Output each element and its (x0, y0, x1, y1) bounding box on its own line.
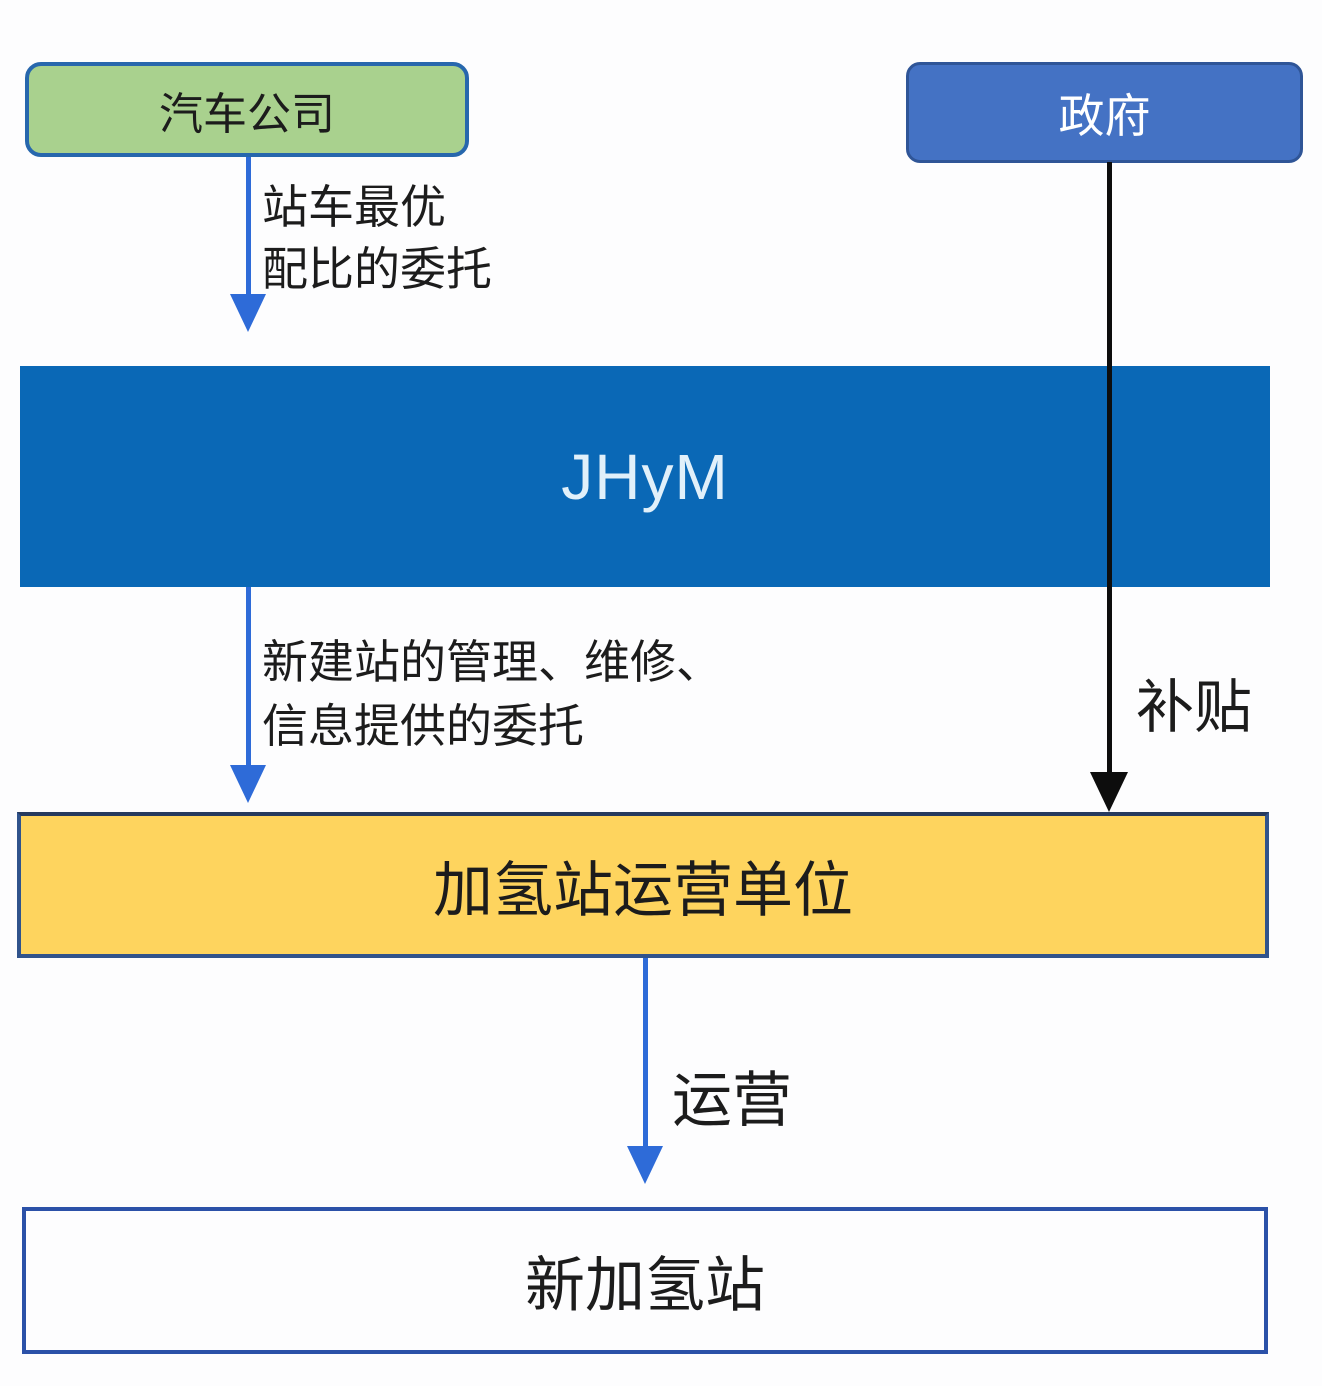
arrow-operator-to-newstation-line (643, 958, 648, 1148)
edge-label-new-station-mgmt: 新建站的管理、维修、 信息提供的委托 (262, 636, 722, 752)
node-government: 政府 (906, 62, 1303, 163)
node-new-station: 新加氢站 (22, 1207, 1268, 1354)
node-car-company: 汽车公司 (25, 62, 469, 157)
edge-label-station-vehicle-ratio: 站车最优 配比的委托 (262, 181, 492, 295)
edge-label-operation: 运营 (672, 1067, 792, 1134)
arrow-car-to-jhym-line (246, 157, 251, 297)
node-jhym-label: JHyM (561, 440, 729, 513)
edge-label-subsidy: 补贴 (1136, 675, 1253, 740)
arrow-car-to-jhym-head-icon (230, 294, 266, 332)
node-car-company-label: 汽车公司 (159, 89, 335, 139)
node-government-label: 政府 (1058, 89, 1151, 142)
arrow-jhym-to-operator-line (246, 587, 251, 765)
arrow-jhym-to-operator-head-icon (230, 765, 266, 803)
node-station-operator: 加氢站运营单位 (17, 812, 1269, 958)
arrow-operator-to-newstation-head-icon (627, 1146, 663, 1184)
node-station-operator-label: 加氢站运营单位 (433, 856, 853, 924)
arrow-gov-to-operator-line (1107, 162, 1112, 772)
node-new-station-label: 新加氢站 (525, 1252, 765, 1319)
node-jhym: JHyM (20, 366, 1270, 587)
arrow-gov-to-operator-head-icon (1090, 772, 1128, 812)
